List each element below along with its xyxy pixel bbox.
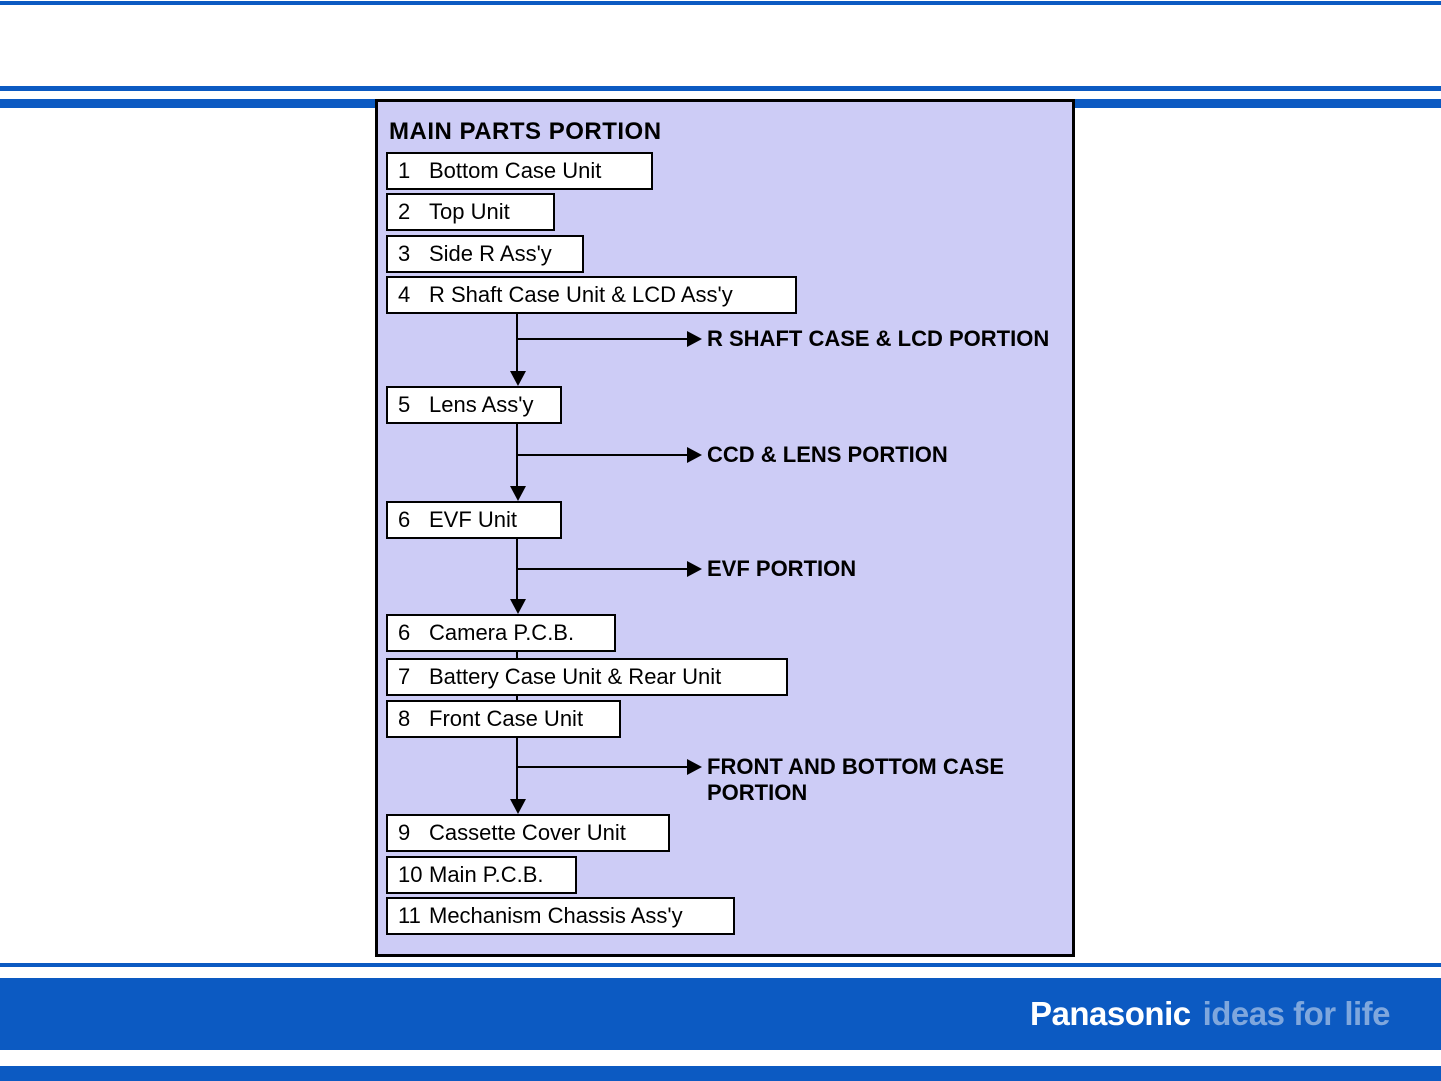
part-box-9-cassette-cover-unit: 9 Cassette Cover Unit [386, 814, 670, 852]
flow-line-horizontal [517, 338, 687, 340]
part-number: 2 [398, 199, 411, 224]
panasonic-logo: Panasonic ideas for life [1030, 978, 1390, 1050]
part-number: 6 [398, 507, 411, 532]
part-box-4-r-shaft-case-lcd: 4 R Shaft Case Unit & LCD Ass'y [386, 276, 797, 314]
branch-label-front-bottom-case: FRONT AND BOTTOM CASE PORTION [707, 754, 1004, 805]
part-number: 5 [398, 392, 411, 417]
part-label: Top Unit [429, 199, 510, 224]
part-label: Front Case Unit [429, 706, 584, 731]
part-label: Bottom Case Unit [429, 158, 602, 183]
bottom-strip [0, 1066, 1441, 1081]
part-box-6-camera-pcb: 6 Camera P.C.B. [386, 614, 616, 652]
part-number: 7 [398, 664, 411, 689]
bottom-rule [0, 963, 1441, 967]
part-label: Mechanism Chassis Ass'y [429, 903, 683, 928]
arrow-down-icon [510, 371, 526, 386]
part-number: 1 [398, 158, 411, 183]
part-number: 10 [398, 862, 423, 887]
chart-title: MAIN PARTS PORTION [389, 118, 662, 145]
arrow-down-icon [510, 599, 526, 614]
part-label: EVF Unit [429, 507, 518, 532]
arrow-right-icon [687, 561, 702, 577]
arrow-down-icon [510, 799, 526, 814]
part-box-3-side-r-assy: 3 Side R Ass'y [386, 235, 584, 273]
arrow-right-icon [687, 447, 702, 463]
branch-label-r-shaft-case-lcd: R SHAFT CASE & LCD PORTION [707, 326, 1050, 351]
part-number: 9 [398, 820, 411, 845]
top-rule-1 [0, 1, 1441, 5]
branch-label-ccd-lens: CCD & LENS PORTION [707, 442, 948, 467]
flow-line-horizontal [517, 766, 687, 768]
part-box-6-evf-unit: 6 EVF Unit [386, 501, 562, 539]
arrow-right-icon [687, 331, 702, 347]
part-label: R Shaft Case Unit & LCD Ass'y [429, 282, 733, 307]
flow-line-horizontal [517, 454, 687, 456]
part-number: 3 [398, 241, 411, 266]
part-label: Side R Ass'y [429, 241, 552, 266]
part-number: 11 [398, 903, 421, 928]
part-label: Battery Case Unit & Rear Unit [429, 664, 722, 689]
part-box-2-top-unit: 2 Top Unit [386, 193, 555, 231]
part-number: 6 [398, 620, 411, 645]
part-box-10-main-pcb: 10 Main P.C.B. [386, 856, 577, 894]
flow-line-horizontal [517, 568, 687, 570]
part-number: 4 [398, 282, 411, 307]
part-label: Main P.C.B. [429, 862, 544, 887]
part-number: 8 [398, 706, 411, 731]
part-label: Lens Ass'y [429, 392, 534, 417]
arrow-right-icon [687, 759, 702, 775]
part-box-7-battery-case-rear: 7 Battery Case Unit & Rear Unit [386, 658, 788, 696]
part-box-5-lens-assy: 5 Lens Ass'y [386, 386, 562, 424]
part-box-1-bottom-case-unit: 1 Bottom Case Unit [386, 152, 653, 190]
arrow-down-icon [510, 486, 526, 501]
top-rule-2 [0, 86, 1441, 91]
part-box-11-mechanism-chassis: 11 Mechanism Chassis Ass'y [386, 897, 735, 935]
brand-tagline: ideas for life [1202, 995, 1391, 1032]
branch-label-evf: EVF PORTION [707, 556, 857, 581]
part-box-8-front-case-unit: 8 Front Case Unit [386, 700, 621, 738]
brand-wordmark: Panasonic [1030, 995, 1191, 1032]
flow-line-vertical [516, 314, 518, 371]
part-label: Camera P.C.B. [429, 620, 575, 645]
disassembly-flowchart: MAIN PARTS PORTION 1 Bottom Case Unit 2 … [375, 99, 1075, 957]
footer-bar [0, 978, 1441, 1050]
part-label: Cassette Cover Unit [429, 820, 626, 845]
